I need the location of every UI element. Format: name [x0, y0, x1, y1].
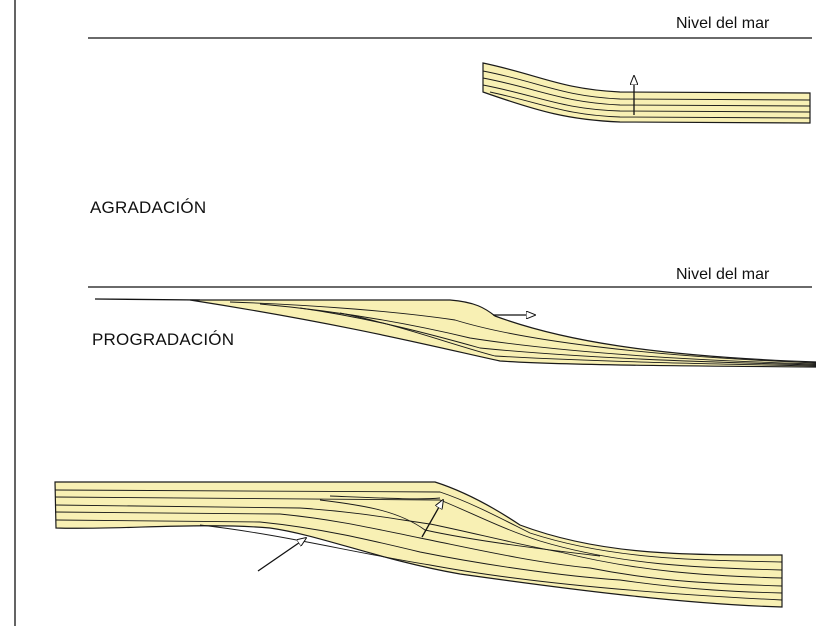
- sea-level-label-middle: Nivel del mar: [676, 266, 769, 284]
- progradation-sediment-body: [190, 300, 816, 367]
- progradation-label: PROGRADACIÓN: [92, 330, 234, 350]
- arrow-diagonal-icon: [258, 538, 306, 571]
- coastal-plain-line: [95, 299, 200, 300]
- combined-sediment-body: [55, 482, 782, 607]
- sea-level-label-top: Nivel del mar: [676, 15, 769, 33]
- aggradation-label: AGRADACIÓN: [90, 198, 206, 218]
- aggradation-sediment-body: [483, 63, 810, 123]
